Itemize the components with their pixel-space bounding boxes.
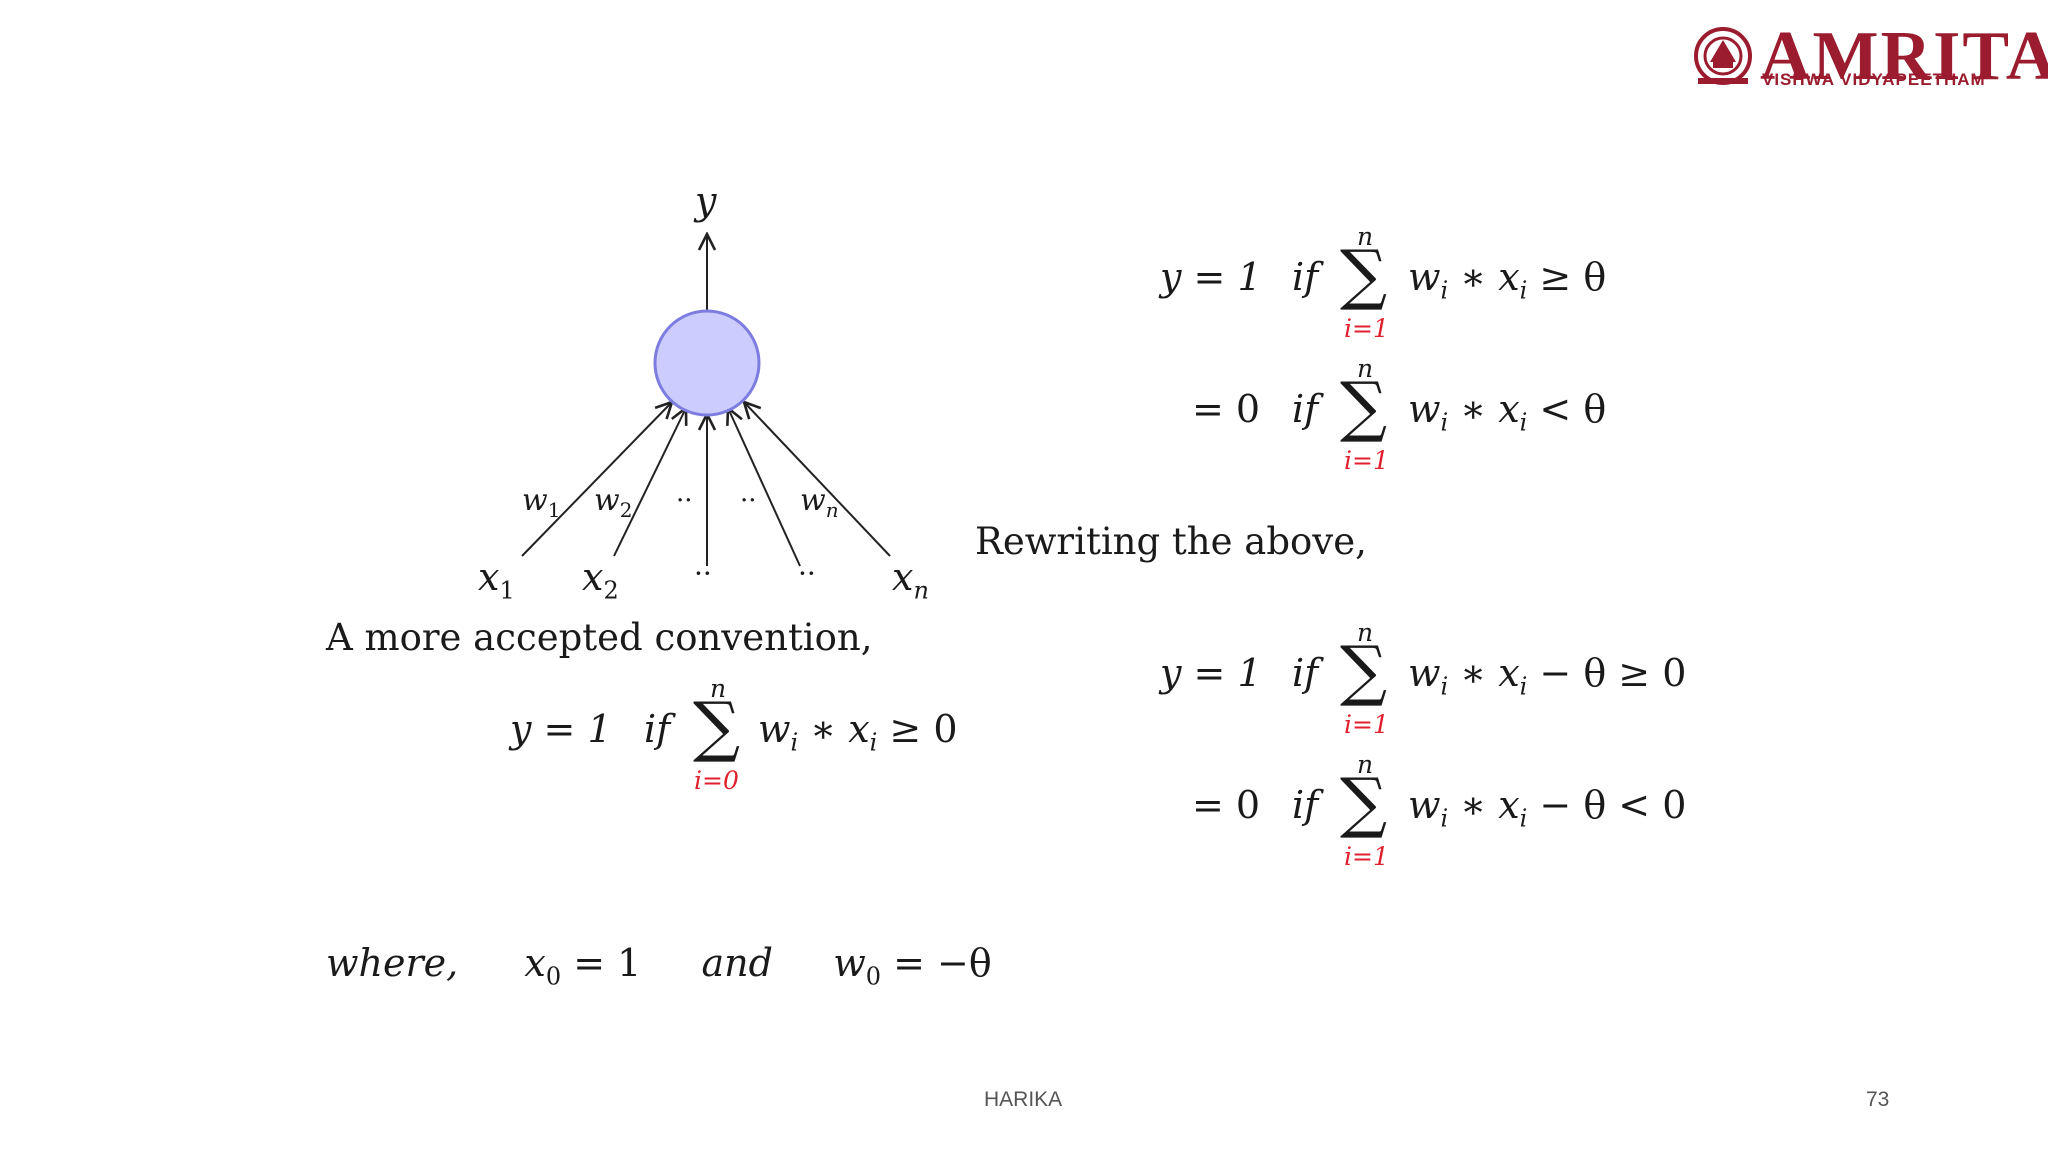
logo-subtitle: VISHWA VIDYAPEETHAM [1762, 70, 1986, 89]
neuron-diagram [521, 220, 891, 567]
equation-3-lower: i=1 [1344, 710, 1389, 739]
weight-label-2: w2 [594, 483, 633, 522]
convention-text: A more accepted convention, [326, 616, 873, 659]
equation-1-upper: n [1357, 222, 1374, 251]
equation-5-lhs: y = 1 [510, 707, 612, 751]
x0-value: = 1 [573, 941, 642, 985]
output-label-y: y [695, 179, 717, 223]
equation-1-lower: i=1 [1344, 314, 1389, 343]
equation-4-lower: i=1 [1344, 842, 1389, 871]
input-label-n: xn [892, 555, 929, 605]
equation-2: = 0 if n ∑ i=1 wi ∗ xi < θ [1160, 356, 1620, 476]
equation-2-upper: n [1357, 354, 1374, 383]
where-line: where, x0 = 1 and w0 = −θ [326, 944, 992, 989]
equation-4-if: if [1292, 783, 1319, 827]
neuron-node [653, 309, 761, 417]
equation-2-body: wi ∗ xi < θ [1408, 387, 1607, 437]
equation-1-if: if [1292, 255, 1319, 299]
equation-5-lower: i=0 [694, 766, 739, 795]
equation-5-upper: n [710, 674, 727, 703]
input-line-1 [521, 402, 672, 557]
weight-label-n: wn [800, 483, 839, 522]
page-number: 73 [1866, 1088, 1890, 1111]
equation-5-if: if [644, 707, 671, 751]
input-label-1: x1 [478, 555, 515, 605]
input-label-4: ·· [798, 557, 816, 590]
weight-label-3: ·· [676, 486, 693, 516]
sum-symbol-3: ∑ [1340, 632, 1388, 709]
equation-2-if: if [1292, 387, 1319, 431]
w0-value: = −θ [893, 941, 992, 985]
input-line-5 [744, 402, 891, 557]
where-word: where, [326, 941, 459, 985]
sum-symbol-5: ∑ [693, 688, 741, 765]
weight-label-4: ·· [740, 486, 757, 516]
rewriting-text: Rewriting the above, [975, 520, 1367, 563]
input-line-2 [613, 408, 686, 557]
amrita-logo: AMRITA VISHWA VIDYAPEETHAM [1688, 22, 2048, 92]
equation-5: y = 1 if n ∑ i=0 wi ∗ xi ≥ 0 [510, 676, 970, 796]
equation-3-upper: n [1357, 618, 1374, 647]
equation-4-lhs: = 0 [1192, 783, 1261, 827]
x0-symbol: x0 [524, 941, 562, 991]
sum-symbol-2: ∑ [1340, 368, 1388, 445]
footer-author: HARIKA [984, 1088, 1063, 1111]
weight-label-1: w1 [522, 483, 561, 522]
equation-2-lower: i=1 [1344, 446, 1389, 475]
equation-4-upper: n [1357, 750, 1374, 779]
and-word: and [701, 941, 773, 985]
input-label-3: ·· [694, 557, 712, 590]
equation-3-body: wi ∗ xi − θ ≥ 0 [1408, 651, 1687, 701]
equation-4-body: wi ∗ xi − θ < 0 [1408, 783, 1687, 833]
equation-1-lhs: y = 1 [1160, 255, 1262, 299]
sum-symbol-1: ∑ [1340, 236, 1388, 313]
amrita-emblem-icon [1694, 27, 1752, 85]
equation-3: y = 1 if n ∑ i=1 wi ∗ xi − θ ≥ 0 [1160, 618, 1686, 740]
input-label-2: x2 [582, 555, 619, 605]
equation-1-body: wi ∗ xi ≥ θ [1408, 255, 1607, 305]
input-line-4 [728, 408, 801, 567]
equation-3-lhs: y = 1 [1160, 651, 1262, 695]
equation-2-lhs: = 0 [1192, 387, 1261, 431]
equation-5-body: wi ∗ xi ≥ 0 [758, 707, 958, 757]
equation-1: y = 1 if n ∑ i=1 wi ∗ xi ≥ θ [1160, 224, 1620, 344]
w0-symbol: w0 [833, 941, 881, 991]
equation-4: = 0 if n ∑ i=1 wi ∗ xi − θ < 0 [1160, 750, 1686, 872]
equation-3-if: if [1292, 651, 1319, 695]
logo-name: AMRITA [1760, 18, 2048, 95]
sum-symbol-4: ∑ [1340, 764, 1388, 841]
